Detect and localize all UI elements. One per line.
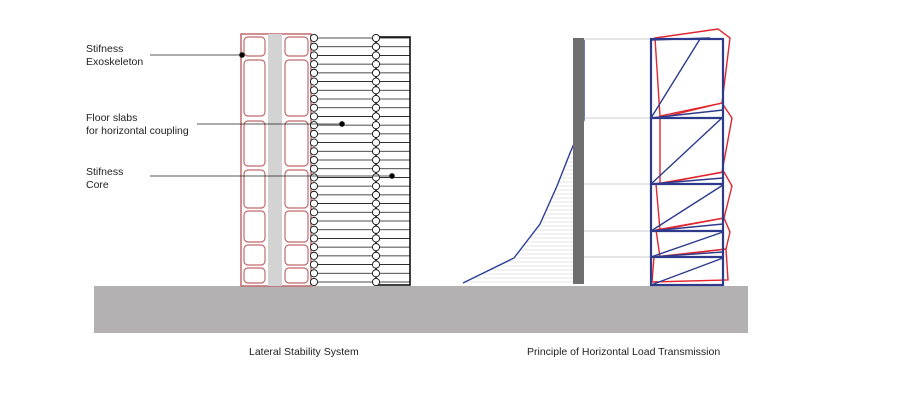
pin-joint <box>309 94 319 104</box>
pin-joint <box>371 42 381 51</box>
pin-joint <box>309 251 319 260</box>
stiffness-core-frame <box>375 36 411 286</box>
pin-joint <box>309 103 319 112</box>
pin-joint <box>371 190 381 199</box>
pin-joint <box>309 77 319 86</box>
exoskeleton-cell <box>243 59 266 117</box>
pin-joint <box>309 199 319 208</box>
pin-joint <box>309 86 319 95</box>
pin-joint <box>371 77 381 86</box>
pin-joint <box>371 68 381 77</box>
pin-joint <box>309 234 319 243</box>
pin-joint <box>309 33 319 43</box>
deformed-frame <box>651 28 733 283</box>
pin-joint <box>371 86 381 95</box>
pin-joint <box>371 260 381 269</box>
pin-joint <box>309 42 319 51</box>
pin-joint <box>309 51 319 60</box>
exoskeleton-cell <box>284 120 309 167</box>
pin-joint <box>371 208 381 217</box>
frame-diagonals <box>650 37 724 286</box>
pin-joint <box>371 94 381 104</box>
pin-joint <box>309 182 319 191</box>
pin-joint <box>309 164 319 173</box>
exoskeleton-cell <box>243 210 266 243</box>
original-frame <box>649 37 725 287</box>
pin-joint <box>371 216 381 226</box>
shear-wall <box>573 38 584 284</box>
pin-joint <box>371 199 381 208</box>
pin-joint <box>309 60 319 69</box>
pin-joint <box>309 269 319 278</box>
load-distribution <box>465 125 582 283</box>
exoskeleton-cell <box>284 36 309 57</box>
pin-joint <box>371 251 381 260</box>
pin-joint <box>309 216 319 226</box>
exoskeleton-cell <box>284 169 309 209</box>
pin-joint <box>371 225 381 234</box>
pin-joint <box>371 112 381 121</box>
pin-joint <box>371 33 381 43</box>
pin-joint <box>371 155 381 165</box>
pin-joint <box>309 190 319 199</box>
pin-joint <box>309 147 319 156</box>
exoskeleton-cell <box>243 169 266 209</box>
pin-joint <box>309 121 319 130</box>
pin-joint <box>371 138 381 147</box>
pin-joint <box>371 277 381 287</box>
pin-joint <box>309 155 319 165</box>
pin-joint <box>309 260 319 269</box>
exoskeleton-cell <box>284 267 309 284</box>
floor-lines <box>584 38 652 258</box>
exoskeleton-cell <box>243 267 266 284</box>
pin-joint <box>309 208 319 217</box>
load-curve <box>462 40 585 284</box>
pin-joint <box>309 129 319 138</box>
exoskeleton-cell <box>284 210 309 243</box>
right-caption: Principle of Horizontal Load Transmissio… <box>527 346 721 358</box>
exoskeleton-cell <box>243 244 266 266</box>
left-caption: Lateral Stability System <box>249 346 359 358</box>
pin-joint <box>371 243 381 252</box>
pin-joint <box>371 121 381 130</box>
pin-joint <box>309 243 319 252</box>
pin-joint <box>309 277 319 287</box>
core-label: Stifness Core <box>86 166 124 191</box>
floor-slabs-label: Floor slabs for horizontal coupling <box>86 112 189 137</box>
pin-joint <box>371 269 381 278</box>
pin-joint <box>371 164 381 173</box>
pin-joint <box>371 234 381 243</box>
pin-joint <box>371 147 381 156</box>
exoskeleton-cell <box>284 59 309 117</box>
pin-joint <box>371 60 381 69</box>
pin-joint <box>371 51 381 60</box>
pin-joint <box>371 182 381 191</box>
exoskeleton <box>240 33 312 287</box>
exoskeleton-cell <box>243 36 266 57</box>
pin-joint <box>371 103 381 112</box>
floor-slabs <box>309 33 411 287</box>
exoskeleton-cell <box>243 120 266 167</box>
ground-slab <box>94 286 748 333</box>
pin-joint <box>309 68 319 77</box>
core-strip <box>268 34 282 286</box>
pin-joint <box>309 173 319 182</box>
pin-joint <box>371 173 381 182</box>
pin-joint <box>309 112 319 121</box>
pin-joint <box>309 138 319 147</box>
pin-joint <box>309 225 319 234</box>
pin-joint <box>371 129 381 138</box>
leader-lines <box>150 52 395 179</box>
exoskeleton-label: Stifness Exoskeleton <box>86 43 144 68</box>
exoskeleton-cell <box>284 244 309 266</box>
exoskeleton-cells <box>243 36 309 284</box>
